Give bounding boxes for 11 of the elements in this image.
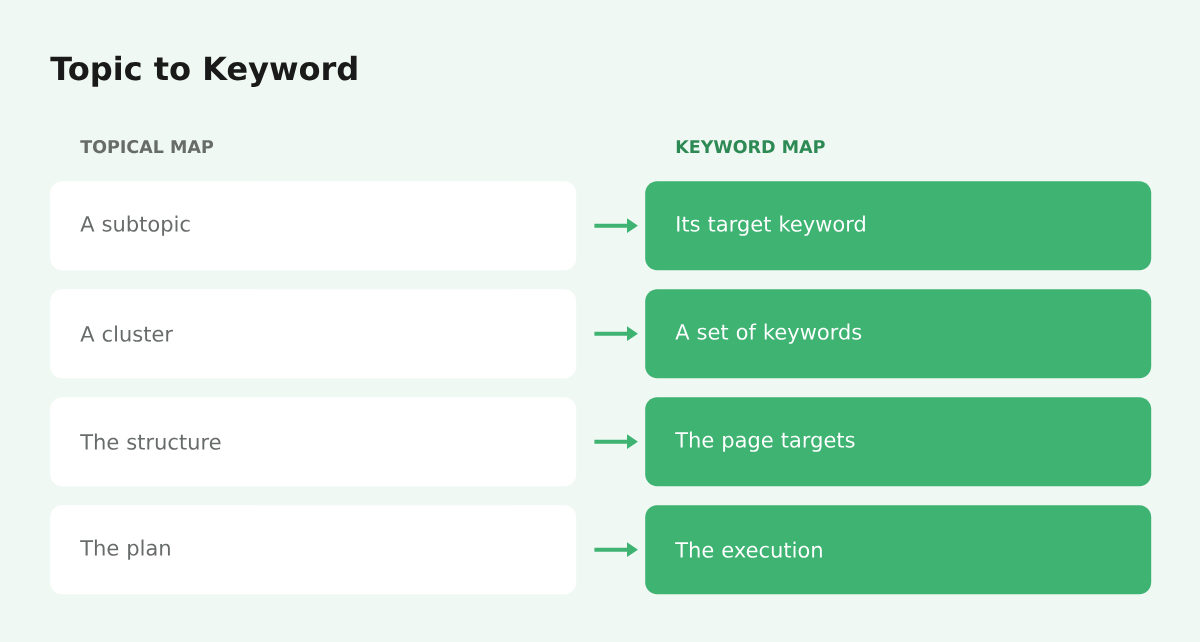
highlight-box: Its target keyword (645, 181, 1152, 271)
column-heading: TOPICAL MAP (80, 140, 214, 154)
text-box: A subtopic (50, 181, 577, 271)
title: Topic to Keyword (50, 55, 357, 87)
column-heading: KEYWORD MAP (676, 140, 825, 154)
text-box: The structure (50, 397, 577, 487)
text-box: The plan (50, 505, 577, 595)
text-box: A cluster (50, 289, 577, 379)
highlight-box: The execution (645, 505, 1152, 595)
highlight-box: A set of keywords (645, 289, 1152, 379)
highlight-box: The page targets (645, 397, 1152, 487)
